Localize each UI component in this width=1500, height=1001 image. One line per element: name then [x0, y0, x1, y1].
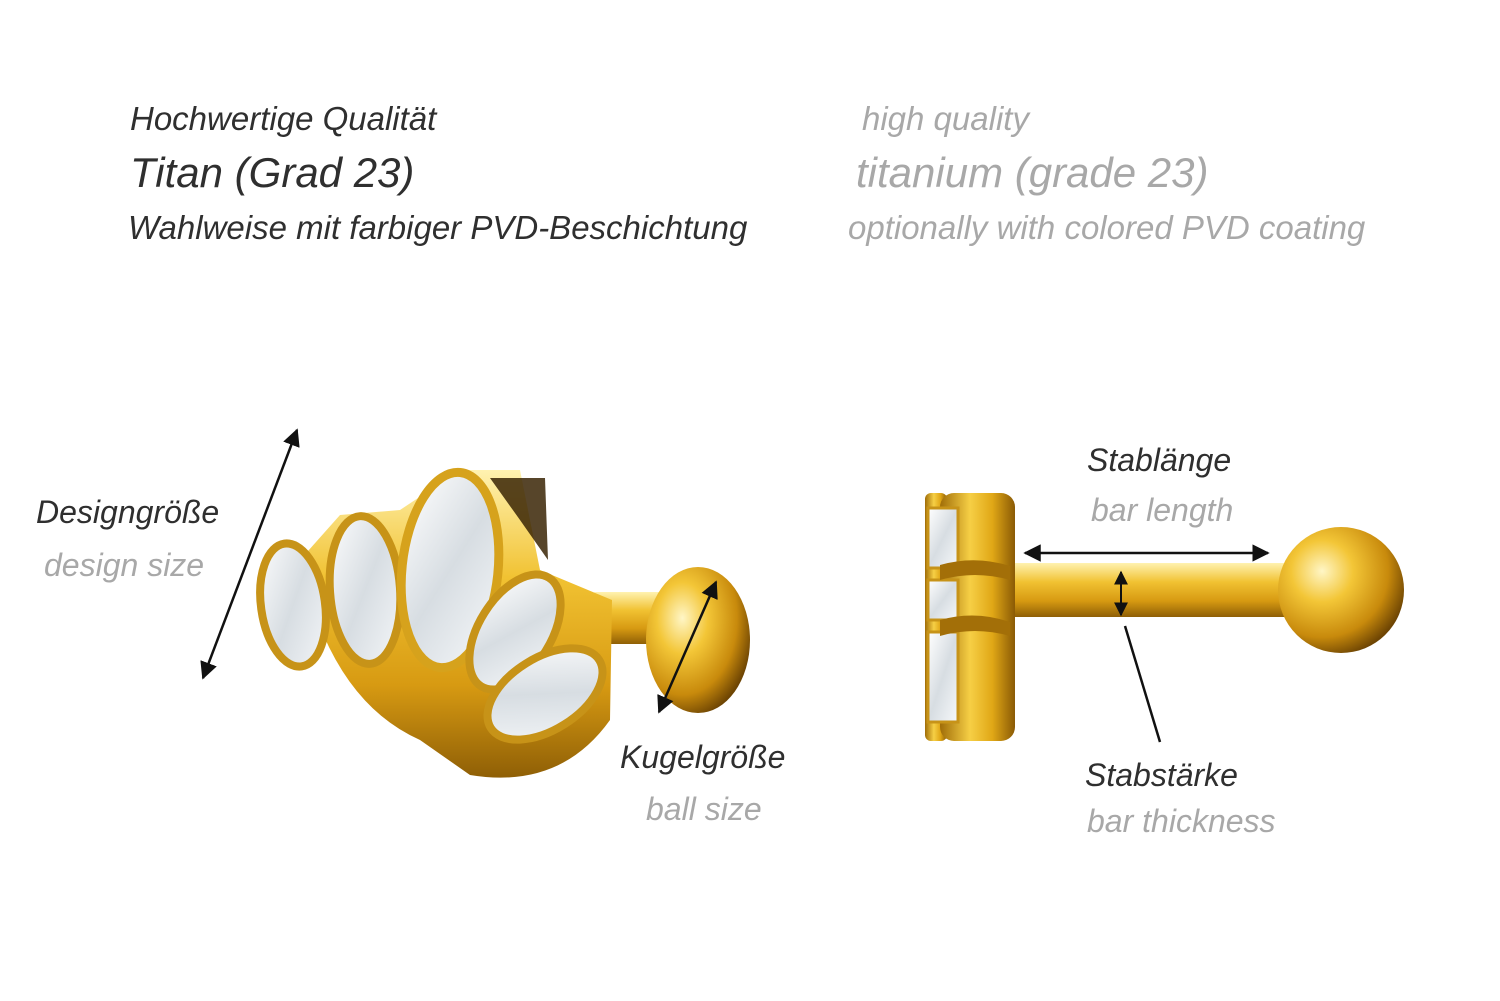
coating-en: optionally with colored PVD coating	[848, 209, 1366, 246]
design-size-label-de: Designgröße	[36, 494, 220, 530]
material-de: Titan (Grad 23)	[130, 149, 415, 196]
design-size-label-en: design size	[44, 547, 205, 583]
ball-size-arrow	[657, 580, 718, 714]
quality-en: high quality	[862, 100, 1029, 137]
quality-de: Hochwertige Qualität	[130, 100, 437, 137]
right-ball	[1278, 527, 1404, 653]
barbell-side-view	[925, 493, 1404, 741]
right-bar	[1005, 563, 1290, 617]
coating-de: Wahlweise mit farbiger PVD-Beschichtung	[128, 209, 748, 246]
ball-size-label-de: Kugelgröße	[620, 739, 786, 775]
bar-thickness-label-en: bar thickness	[1087, 803, 1276, 839]
bar-thickness-label-de: Stabstärke	[1085, 757, 1238, 793]
bar-length-label-de: Stablänge	[1087, 442, 1232, 478]
left-ball	[646, 567, 750, 713]
material-en: titanium (grade 23)	[856, 149, 1209, 196]
ball-size-label-en: ball size	[646, 791, 762, 827]
bar-thickness-leader	[1123, 625, 1162, 743]
bar-length-label-en: bar length	[1091, 492, 1234, 528]
design-earring-side-view	[256, 467, 750, 778]
design-size-arrow	[200, 428, 300, 680]
